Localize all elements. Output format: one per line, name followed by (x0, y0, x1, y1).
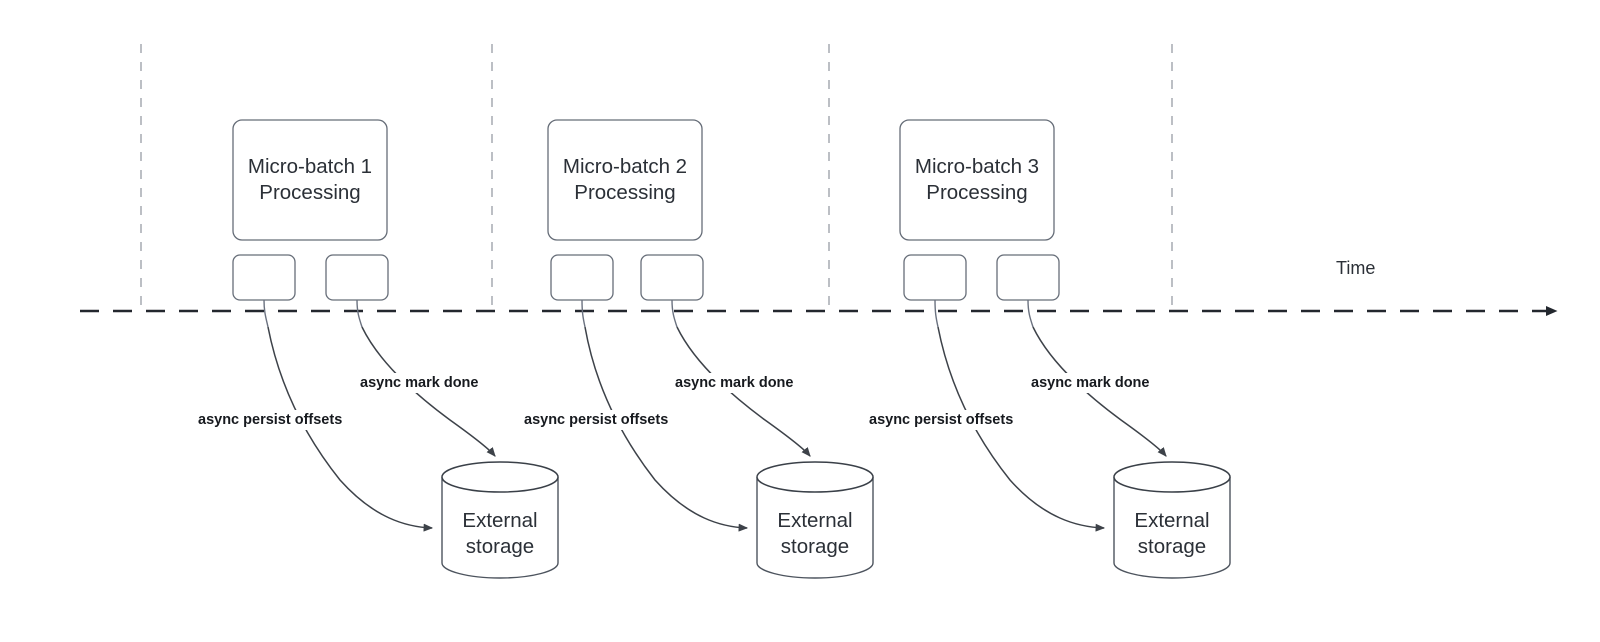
persist-task-box-2[interactable] (550, 254, 614, 301)
persist-offsets-curve-3 (937, 326, 1106, 532)
mark-done-curve-3 (1032, 326, 1167, 457)
mark-stub-2 (671, 299, 678, 328)
mark-done-label-3: async mark done (1031, 375, 1149, 391)
storage-cylinder-top-1 (441, 461, 559, 493)
storage-label-3-line1: External (1134, 509, 1209, 532)
micro-batch-group-2: Micro-batch 2 Processing async persist o… (519, 119, 874, 579)
storage-label-1-line1: External (462, 509, 537, 532)
persist-offsets-curve-2 (584, 326, 749, 532)
mark-done-label-2: async mark done (675, 375, 793, 391)
persist-label-backdrop-1 (193, 410, 375, 430)
persist-offsets-label-2: async persist offsets (524, 412, 668, 428)
storage-cylinder-top-3 (1113, 461, 1231, 493)
storage-cylinder-body-2[interactable] (756, 477, 874, 579)
process-box-1[interactable] (232, 119, 388, 241)
mark-done-curve-2 (676, 326, 811, 457)
process-box-2-line1: Micro-batch 2 (563, 155, 687, 178)
persist-offsets-curve-1 (267, 326, 434, 532)
storage-label-2-line1: External (777, 509, 852, 532)
process-box-2[interactable] (547, 119, 703, 241)
persist-stub-3 (934, 299, 939, 328)
storage-cylinder-top-2 (756, 461, 874, 493)
timeline-dividers (140, 44, 1173, 313)
storage-label-3-line2: storage (1138, 535, 1206, 558)
time-axis: Time (80, 258, 1558, 316)
mark-task-box-2[interactable] (640, 254, 704, 301)
mark-stub-3 (1027, 299, 1034, 328)
micro-batch-group-3: Micro-batch 3 Processing async persist o… (864, 119, 1231, 579)
time-axis-label: Time (1336, 258, 1375, 278)
mark-done-label-1: async mark done (360, 375, 478, 391)
persist-label-backdrop-2 (519, 410, 701, 430)
persist-label-backdrop-3 (864, 410, 1046, 430)
process-box-1-line2: Processing (259, 181, 360, 204)
mark-label-backdrop-2 (671, 373, 816, 393)
process-box-3-line1: Micro-batch 3 (915, 155, 1039, 178)
persist-stub-2 (581, 299, 586, 328)
storage-label-1-line2: storage (466, 535, 534, 558)
mark-stub-1 (356, 299, 363, 328)
persist-offsets-label-3: async persist offsets (869, 412, 1013, 428)
process-box-3-line2: Processing (926, 181, 1027, 204)
storage-cylinder-body-1[interactable] (441, 477, 559, 579)
micro-batch-group-1: Micro-batch 1 Processing async persist o… (193, 119, 559, 579)
persist-offsets-label-1: async persist offsets (198, 412, 342, 428)
persist-stub-1 (263, 299, 269, 328)
mark-label-backdrop-3 (1027, 373, 1172, 393)
persist-task-box-1[interactable] (232, 254, 296, 301)
process-box-3[interactable] (899, 119, 1055, 241)
mark-task-box-3[interactable] (996, 254, 1060, 301)
storage-cylinder-body-3[interactable] (1113, 477, 1231, 579)
storage-label-2-line2: storage (781, 535, 849, 558)
process-box-1-line1: Micro-batch 1 (248, 155, 372, 178)
mark-task-box-1[interactable] (325, 254, 389, 301)
mark-label-backdrop-1 (356, 373, 501, 393)
mark-done-curve-1 (361, 326, 496, 457)
process-box-2-line2: Processing (574, 181, 675, 204)
persist-task-box-3[interactable] (903, 254, 967, 301)
